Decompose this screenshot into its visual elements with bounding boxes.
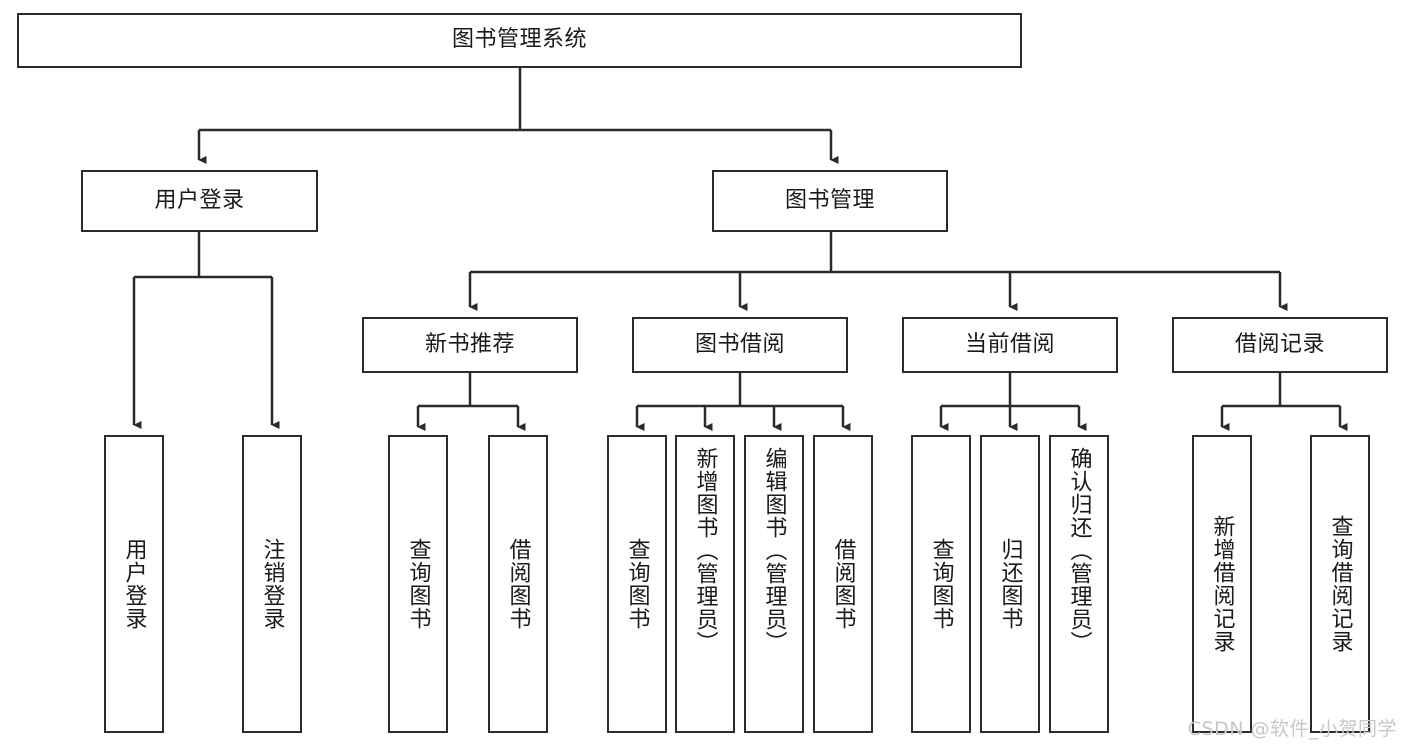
node-root-label: 图书管理系统 — [451, 27, 587, 53]
leaf-user-login[interactable]: 用户登录 — [104, 435, 164, 733]
leaf-edit-book-label: 编辑图书（管理员） — [761, 447, 787, 654]
leaf-logout[interactable]: 注销登录 — [242, 435, 302, 733]
leaf-query-record[interactable]: 查询借阅记录 — [1310, 435, 1370, 733]
leaf-borrow-book-1-label: 借阅图书 — [505, 538, 531, 630]
leaf-query-book-2[interactable]: 查询图书 — [607, 435, 667, 733]
node-user-login[interactable]: 用户登录 — [81, 170, 318, 232]
leaf-borrow-book-2-label: 借阅图书 — [830, 538, 856, 630]
leaf-confirm-return-label: 确认归还（管理员） — [1066, 447, 1092, 654]
node-book-borrow[interactable]: 图书借阅 — [632, 317, 848, 373]
node-book-manage-label: 图书管理 — [784, 187, 875, 213]
node-new-book-rec[interactable]: 新书推荐 — [362, 317, 578, 373]
leaf-query-book-1[interactable]: 查询图书 — [388, 435, 448, 733]
leaf-query-record-label: 查询借阅记录 — [1327, 515, 1353, 653]
leaf-borrow-book-1[interactable]: 借阅图书 — [488, 435, 548, 733]
leaf-query-book-3-label: 查询图书 — [928, 538, 954, 630]
leaf-query-book-2-label: 查询图书 — [624, 538, 650, 630]
node-book-borrow-label: 图书借阅 — [694, 331, 785, 357]
node-new-book-rec-label: 新书推荐 — [424, 331, 515, 357]
leaf-user-login-label: 用户登录 — [121, 538, 147, 630]
node-current-borrow[interactable]: 当前借阅 — [902, 317, 1118, 373]
leaf-borrow-book-2[interactable]: 借阅图书 — [813, 435, 873, 733]
leaf-add-record-label: 新增借阅记录 — [1209, 515, 1235, 653]
leaf-logout-label: 注销登录 — [259, 538, 285, 630]
node-user-login-label: 用户登录 — [154, 187, 245, 213]
leaf-return-book-label: 归还图书 — [997, 538, 1023, 630]
leaf-add-book[interactable]: 新增图书（管理员） — [675, 435, 735, 733]
leaf-add-book-label: 新增图书（管理员） — [692, 447, 718, 654]
node-borrow-record[interactable]: 借阅记录 — [1172, 317, 1388, 373]
leaf-query-book-3[interactable]: 查询图书 — [911, 435, 971, 733]
node-root[interactable]: 图书管理系统 — [17, 13, 1022, 68]
leaf-edit-book[interactable]: 编辑图书（管理员） — [744, 435, 804, 733]
leaf-add-record[interactable]: 新增借阅记录 — [1192, 435, 1252, 733]
leaf-return-book[interactable]: 归还图书 — [980, 435, 1040, 733]
node-book-manage[interactable]: 图书管理 — [712, 170, 948, 232]
node-borrow-record-label: 借阅记录 — [1234, 331, 1325, 357]
csdn-watermark: CSDN @软件_小贺同学 — [1187, 718, 1397, 740]
leaf-confirm-return[interactable]: 确认归还（管理员） — [1049, 435, 1109, 733]
node-current-borrow-label: 当前借阅 — [964, 331, 1055, 357]
leaf-query-book-1-label: 查询图书 — [405, 538, 431, 630]
